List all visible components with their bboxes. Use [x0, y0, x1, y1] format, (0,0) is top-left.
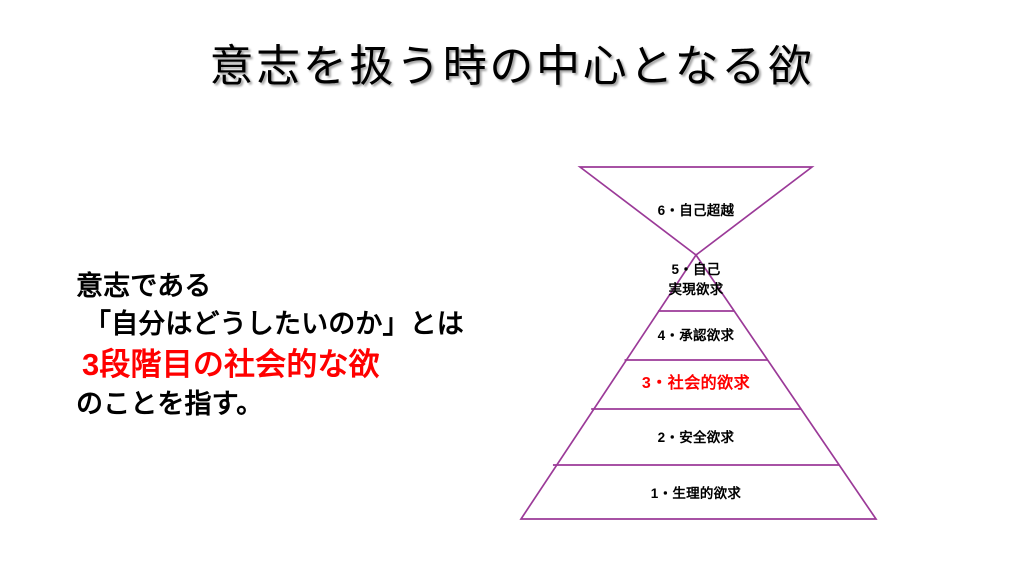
body-line-3-emphasis: 3段階目の社会的な欲	[82, 346, 380, 382]
tier-label-5-line2: 実現欲求	[668, 282, 724, 297]
page-title: 意志を扱う時の中心となる欲	[209, 42, 815, 91]
tier-6-inverted-triangle	[577, 166, 815, 257]
tier-label-4: 4・承認欲求	[657, 328, 735, 343]
tier-label-6: 6・自己超越	[657, 203, 735, 218]
tier-pyramid-outline	[519, 253, 878, 520]
tier-label-1: 1・生理的欲求	[650, 486, 742, 501]
body-line-2: 「自分はどうしたいのか」とは	[84, 308, 464, 339]
tier-label-3-highlight: 3・社会的欲求	[641, 375, 751, 392]
body-line-1: 意志である	[76, 271, 212, 301]
body-line-4: のことを指す。	[76, 388, 264, 419]
body-text-block: 意志である 「自分はどうしたいのか」とは 3段階目の社会的な欲 のことを指す。	[76, 268, 546, 424]
tier-label-2: 2・安全欲求	[657, 430, 735, 445]
pyramid-outline-svg	[519, 166, 878, 520]
tier-label-5-line1: 5・自己	[671, 262, 721, 277]
needs-pyramid-diagram: 6・自己超越 5・自己 実現欲求 4・承認欲求 3・社会的欲求 2・安全欲求 1…	[498, 150, 898, 540]
